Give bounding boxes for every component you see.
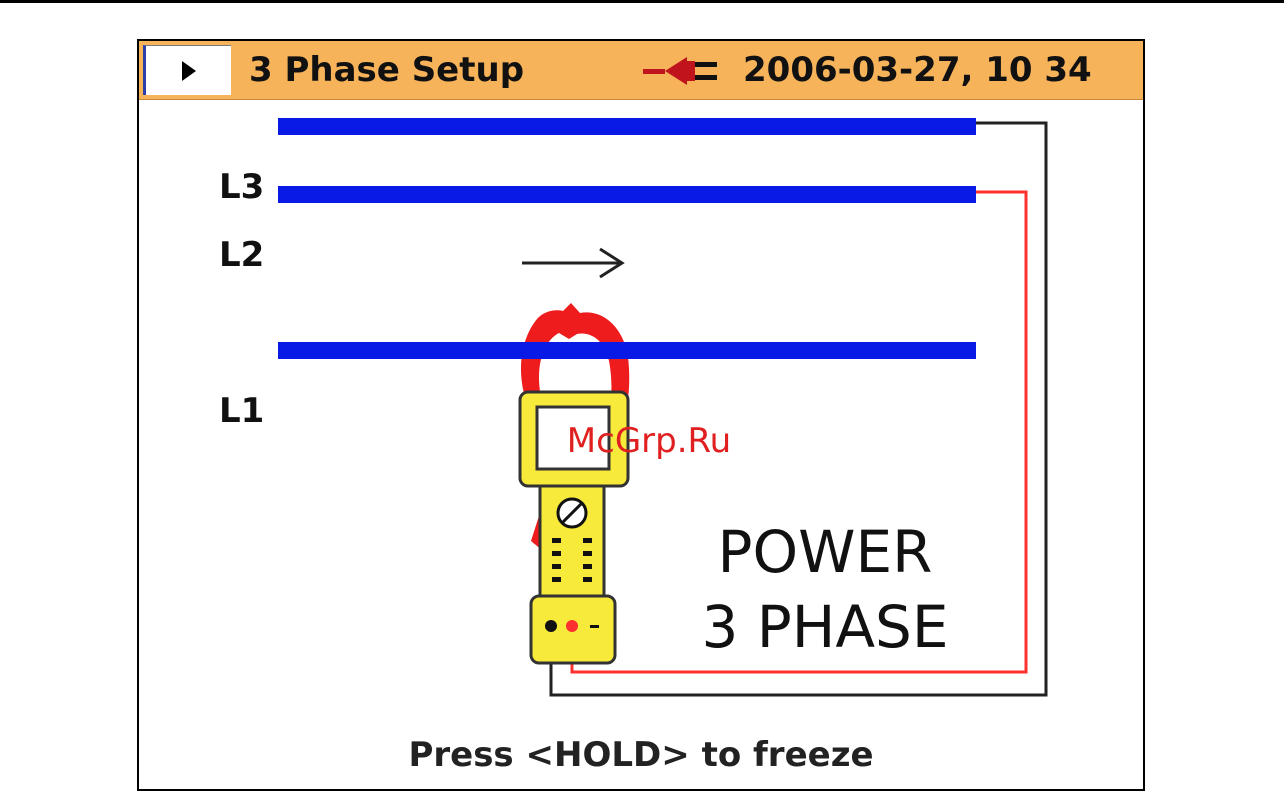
conductor-l3 [278, 118, 976, 135]
current-direction-arrow-icon [522, 249, 622, 277]
plug-icon [641, 51, 721, 91]
header-bar: 3 Phase Setup 2006-03-27, 10 34 [139, 41, 1143, 100]
page-title: 3 Phase Setup [249, 48, 524, 92]
connection-diagram: L3 L2 L1 [139, 101, 1143, 731]
play-triangle-icon [180, 59, 198, 83]
menu-button[interactable] [143, 45, 231, 95]
phase-label-l3: L3 [219, 167, 264, 207]
phase-label-l1: L1 [219, 391, 264, 431]
device-screen: 3 Phase Setup 2006-03-27, 10 34 L3 L2 L1 [137, 39, 1145, 791]
mode-label-three-phase: 3 PHASE [701, 593, 948, 661]
watermark: McGrp.Ru [567, 421, 731, 461]
conductor-l2 [278, 186, 976, 203]
mode-label-power: POWER [718, 518, 933, 586]
top-rule [0, 0, 1284, 3]
hold-hint: Press <HOLD> to freeze [139, 733, 1143, 777]
phase-label-l2: L2 [219, 235, 264, 275]
conductor-l1 [278, 342, 976, 359]
date-time-readout: 2006-03-27, 10 34 [743, 48, 1092, 92]
